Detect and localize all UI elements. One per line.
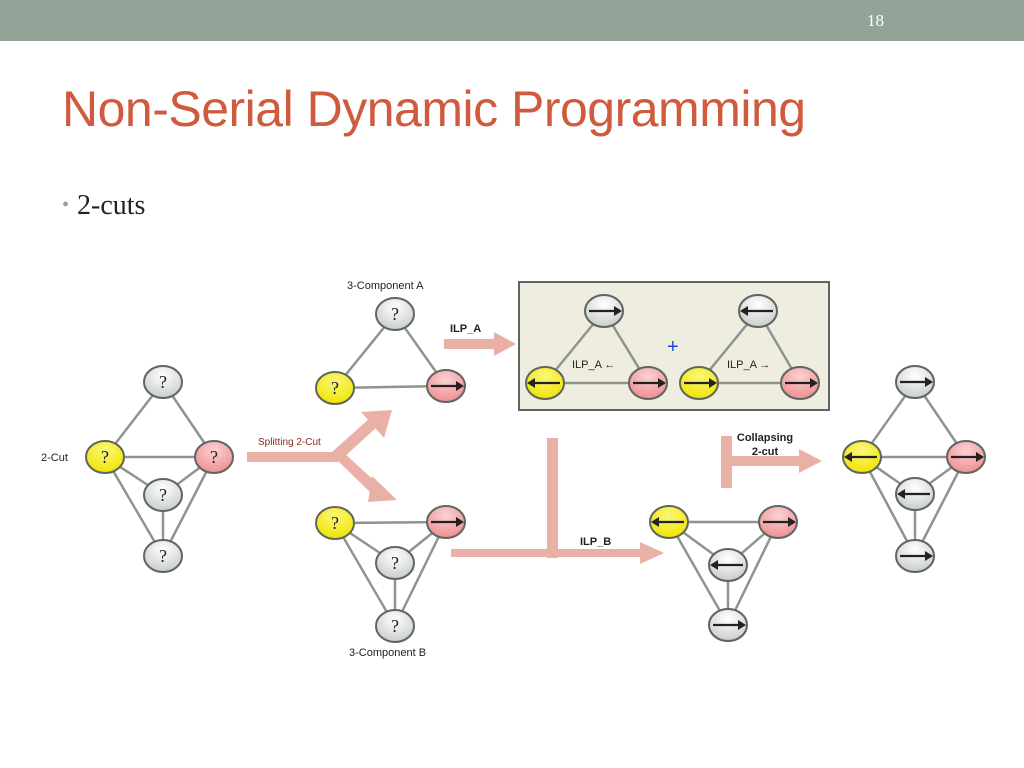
arrow-ilp-a — [444, 332, 516, 356]
two-cut-label: 2-Cut — [41, 452, 68, 464]
question-mark: ? — [391, 553, 399, 573]
arrow-ilp-b-merge — [451, 438, 664, 564]
component-b-graph-node-pink — [426, 505, 466, 539]
component-a-label: 3-Component A — [347, 280, 424, 292]
arrow-left-icon — [651, 517, 684, 527]
ilp-a-left-graph-node-pink — [628, 366, 668, 400]
component-b-graph-edge — [333, 522, 397, 627]
question-mark: ? — [391, 616, 399, 636]
arrow-left-icon — [897, 489, 930, 499]
arrow-collapsing — [721, 436, 822, 488]
question-mark: ? — [159, 372, 167, 392]
component-b-graph-node-gray: ? — [375, 546, 415, 580]
component-a-graph-node-yellow: ? — [315, 371, 355, 405]
two-cut-graph-node-gray: ? — [143, 539, 183, 573]
top-bar: 18 — [0, 0, 1024, 41]
arrow-left-icon — [710, 560, 743, 570]
ilp-a-right-graph-node-yellow — [679, 366, 719, 400]
arrow-splitting — [247, 410, 397, 502]
question-mark: ? — [210, 447, 218, 467]
two-cut-graph-node-pink: ? — [194, 440, 234, 474]
two-cut-graph-node-yellow: ? — [85, 440, 125, 474]
ilp-a-right-graph-node-gray — [738, 294, 778, 328]
collapsing-label-line2: 2-cut — [752, 446, 779, 458]
bullet-item: • 2-cuts — [62, 190, 145, 222]
arrow-right-icon — [431, 517, 464, 527]
bullet-dot: • — [62, 194, 70, 216]
arrow-right-icon — [713, 620, 746, 630]
question-mark: ? — [159, 485, 167, 505]
ilp-a-left-graph-node-yellow — [525, 366, 565, 400]
collapsed-graph-node-yellow — [842, 440, 882, 474]
slide-number: 18 — [867, 11, 884, 30]
arrow-right-icon — [763, 517, 796, 527]
ilp-b-graph-node-pink — [758, 505, 798, 539]
bullet-text: 2-cuts — [77, 190, 146, 221]
arrow-right-icon — [951, 452, 984, 462]
nodes: ?????????? — [85, 294, 986, 643]
two-cut-graph-node-gray: ? — [143, 478, 183, 512]
component-a-graph-node-gray: ? — [375, 297, 415, 331]
arrow-left-icon — [527, 378, 560, 388]
ilp-a-label: ILP_A — [450, 323, 481, 335]
ilp-a-right-graph-node-pink — [780, 366, 820, 400]
ilp-b-graph-node-yellow — [649, 505, 689, 539]
arrow-right-icon — [900, 551, 933, 561]
collapsing-label-line1: Collapsing — [737, 432, 793, 444]
arrow-right-icon — [900, 377, 933, 387]
two-cut-graph-node-gray: ? — [143, 365, 183, 399]
component-b-graph-node-gray: ? — [375, 609, 415, 643]
question-mark: ? — [331, 513, 339, 533]
question-mark: ? — [391, 304, 399, 324]
component-a-graph-node-pink — [426, 369, 466, 403]
question-mark: ? — [159, 546, 167, 566]
ilp-a-left-graph-node-gray — [584, 294, 624, 328]
slide-title: Non-Serial Dynamic Programming — [62, 81, 806, 137]
collapsed-graph-node-gray — [895, 365, 935, 399]
component-b-graph-node-yellow: ? — [315, 506, 355, 540]
plus-sign: + — [667, 336, 679, 358]
arrow-right-icon — [589, 306, 622, 316]
ilp-b-graph-edge — [667, 521, 730, 626]
arrow-left-icon — [844, 452, 877, 462]
ilp-a-left-label: ILP_A ← — [572, 359, 615, 371]
collapsed-graph-edge — [913, 456, 968, 557]
two-cut-graph-edge — [161, 456, 216, 557]
collapsed-graph-node-gray — [895, 539, 935, 573]
collapsed-graph-edge — [860, 456, 917, 557]
question-mark: ? — [101, 447, 109, 467]
ilp-b-graph-node-gray — [708, 548, 748, 582]
arrow-right-icon — [684, 378, 717, 388]
two-cut-graph-edge — [103, 456, 165, 557]
ilp-b-graph-edge — [726, 521, 780, 626]
collapsed-graph-node-gray — [895, 477, 935, 511]
arrow-right-icon — [633, 378, 666, 388]
collapsed-graph-node-pink — [946, 440, 986, 474]
arrow-left-icon — [740, 306, 773, 316]
arrow-right-icon — [431, 381, 464, 391]
component-b-graph-edge — [393, 521, 448, 627]
question-mark: ? — [331, 378, 339, 398]
component-b-label: 3-Component B — [349, 647, 426, 659]
ilp-b-graph-node-gray — [708, 608, 748, 642]
ilp-b-label: ILP_B — [580, 536, 611, 548]
ilp-a-right-label: ILP_A → — [727, 359, 770, 371]
arrow-right-icon — [785, 378, 818, 388]
splitting-label: Splitting 2-Cut — [258, 437, 321, 448]
